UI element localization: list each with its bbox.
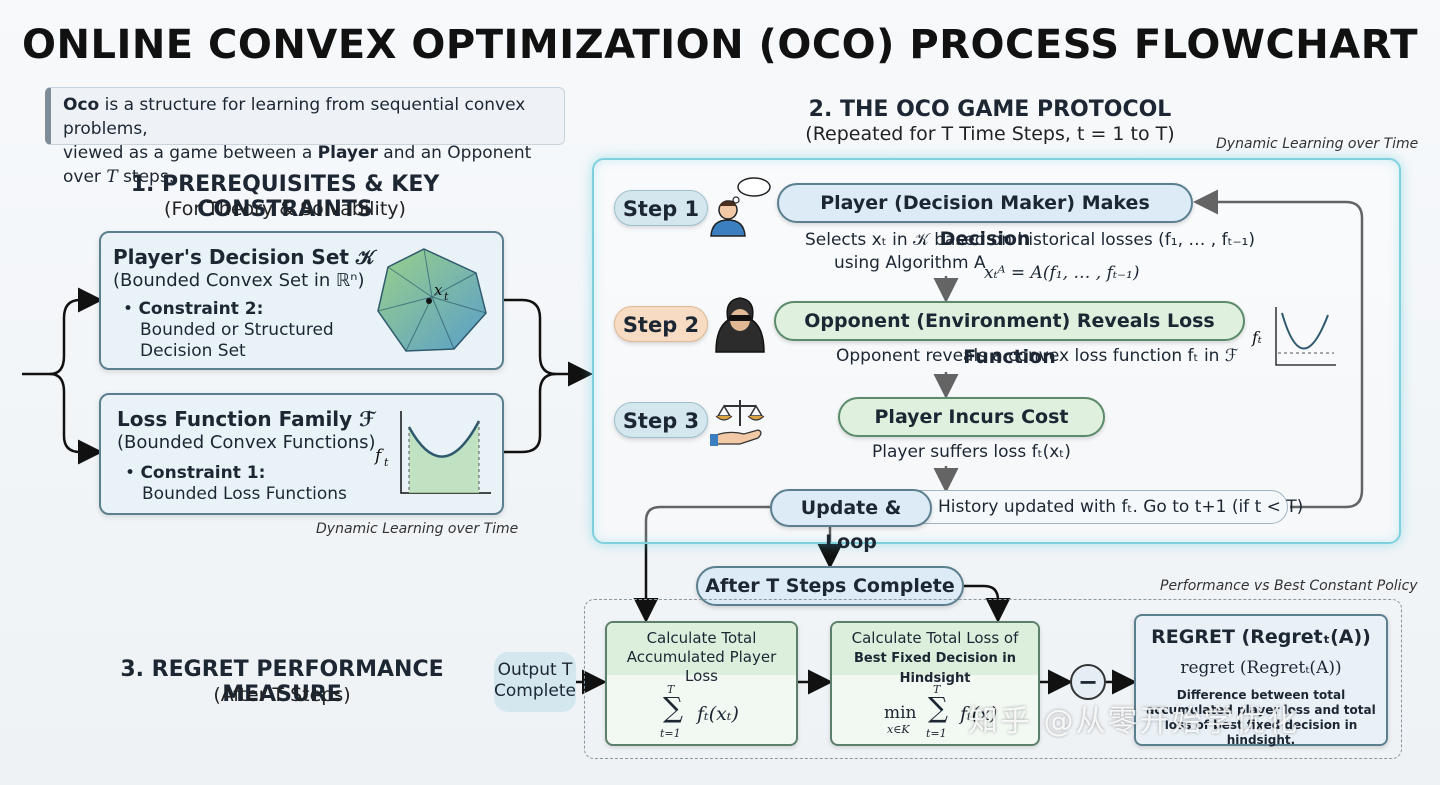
constraint2-label: Constraint 2: — [138, 299, 264, 319]
section3-note: Performance vs Best Constant Policy — [1160, 578, 1418, 594]
section2-heading: 2. THE OCO GAME PROTOCOL — [808, 97, 1172, 122]
box1-expr: fₜ(xₜ) — [697, 703, 739, 725]
watermark: 知乎 @从零开始学优化 — [968, 704, 1300, 739]
polytope-icon: x t — [377, 248, 487, 352]
decision-set-card: Player's Decision Set 𝒦 (Bounded Convex … — [99, 231, 504, 370]
merge-arrow-top — [504, 298, 593, 387]
curve-axis-sub: t — [384, 456, 389, 469]
decision-set-bullet: • Constraint 2: Bounded or Structured De… — [123, 299, 334, 361]
update-to-box1-arrow — [633, 505, 770, 623]
loss-graph-label: fₜ — [1251, 328, 1262, 347]
output-complete-box: Output T Complete — [494, 652, 576, 712]
hindsight-loss-box: Calculate Total Loss of Best Fixed Decis… — [830, 621, 1040, 746]
box2-min: min — [884, 703, 917, 723]
box1-sigma: ∑ — [663, 691, 683, 724]
constraint2-text1: Bounded or Structured — [140, 320, 334, 340]
curve-axis-label: f — [373, 446, 384, 466]
section2-note: Dynamic Learning over Time — [1216, 136, 1419, 152]
box2-title1: Calculate Total Loss of — [851, 629, 1019, 647]
intro-box: Oco is a structure for learning from seq… — [45, 87, 565, 187]
section1-heading: 1. PREREQUISITES & KEY CONSTRAINTS — [130, 172, 440, 222]
thinking-person-icon — [710, 177, 771, 237]
loss-family-card: Loss Function Family ℱ (Bounded Convex F… — [99, 393, 504, 515]
box2-sum-bottom: t=1 — [926, 727, 947, 740]
merge-arrow-bottom — [504, 372, 557, 454]
step3-badge: Step 3 — [614, 402, 708, 438]
hindsight-loss-head: Calculate Total Loss of Best Fixed Decis… — [832, 623, 1038, 686]
loss-family-bullet: • Constraint 1: Bounded Loss Functions — [125, 463, 347, 504]
intro-player: Player — [317, 143, 378, 163]
step3-action: Player Incurs Cost — [838, 397, 1105, 437]
intro-oco: Oco — [63, 95, 100, 115]
decision-set-sub: (Bounded Convex Set in ℝⁿ) — [113, 270, 365, 291]
loss-family-title: Loss Function Family ℱ — [117, 407, 376, 431]
step2-desc: Opponent reveals a convex loss function … — [836, 346, 1239, 366]
section3-heading: 3. REGRET PERFORMANCE MEASURE — [120, 657, 444, 707]
intro-line2a: viewed as a game between a — [63, 143, 318, 163]
box2-sigma: ∑ — [928, 691, 948, 724]
convex-curve-icon: f t — [373, 411, 491, 494]
intro-line2b: and an Opponent over — [63, 143, 532, 187]
loss-graph-icon: fₜ — [1251, 307, 1336, 366]
constraint1-label: Constraint 1: — [140, 463, 266, 483]
step3-desc: Player suffers loss fₜ(xₜ) — [872, 442, 1071, 462]
step1-badge: Step 1 — [614, 190, 708, 226]
update-desc: History updated with fₜ. Go to t+1 (if t… — [938, 497, 1304, 517]
box1-sum-bottom: t=1 — [660, 727, 681, 740]
polytope-point-sub: t — [444, 290, 449, 303]
intro-T: T — [106, 167, 118, 187]
step1-action: Player (Decision Maker) Makes Decision — [777, 183, 1193, 250]
regret-title: REGRET (Regretₜ(A)) — [1151, 626, 1371, 648]
page-title: ONLINE CONVEX OPTIMIZATION (OCO) PROCESS… — [21, 22, 1419, 68]
regret-formula: regret (Regretₜ(A)) — [1180, 658, 1342, 678]
step1-desc2: using Algorithm A — [834, 253, 986, 273]
box1-sum-top: T — [667, 683, 675, 696]
step1-formula: xₜᴬ = A(f₁, … , fₜ₋₁) — [984, 263, 1140, 283]
polytope-point-label: x — [434, 281, 443, 299]
box2-title2: Best Fixed Decision in Hindsight — [854, 651, 1016, 686]
section1-subheading: (For Theory & Solvability) — [164, 198, 406, 220]
input-fork-arrow-bottom — [49, 372, 103, 465]
section1-note: Dynamic Learning over Time — [316, 521, 519, 537]
loss-family-sub: (Bounded Convex Functions) — [117, 432, 376, 453]
regret-dashed-frame — [584, 599, 1402, 759]
regret-desc: Difference between total accumulated pla… — [1146, 688, 1376, 747]
step2-action: Opponent (Environment) Reveals Loss Func… — [774, 301, 1245, 368]
constraint1-text: Bounded Loss Functions — [142, 484, 347, 504]
regret-box: REGRET (Regretₜ(A)) regret (Regretₜ(A)) … — [1134, 614, 1388, 747]
box2-expr: fₜ(x) — [960, 703, 998, 725]
box2-min-sub: x∈K — [887, 723, 910, 736]
step2-badge: Step 2 — [614, 306, 708, 342]
constraint2-text2: Decision Set — [140, 341, 246, 361]
section3-subheading: (After T Steps) — [213, 684, 351, 706]
input-fork-arrow-top — [22, 287, 103, 376]
box1-title2: Accumulated Player Loss — [626, 648, 777, 685]
loop-back-arrow — [1193, 189, 1364, 509]
intro-line2c: steps. — [117, 167, 175, 187]
step1-desc: Selects xₜ in 𝒦 based on historical loss… — [804, 230, 1256, 250]
scales-hand-icon — [710, 400, 765, 446]
box1-title1: Calculate Total — [646, 629, 757, 647]
accumulated-loss-box: Calculate Total Accumulated Player Loss … — [605, 621, 798, 746]
decision-set-title: Player's Decision Set 𝒦 — [113, 245, 375, 269]
output-line1: Output T — [497, 660, 573, 680]
output-line2: Complete — [494, 681, 576, 701]
box2-sum-top: T — [933, 683, 941, 696]
accumulated-loss-head: Calculate Total Accumulated Player Loss — [607, 623, 796, 685]
section2-subheading: (Repeated for T Time Steps, t = 1 to T) — [805, 123, 1175, 145]
update-loop-button: Update & Loop — [770, 489, 932, 553]
intro-line1: is a structure for learning from sequent… — [63, 95, 526, 139]
hooded-opponent-icon — [715, 297, 765, 353]
minus-operator: − — [1070, 664, 1106, 700]
